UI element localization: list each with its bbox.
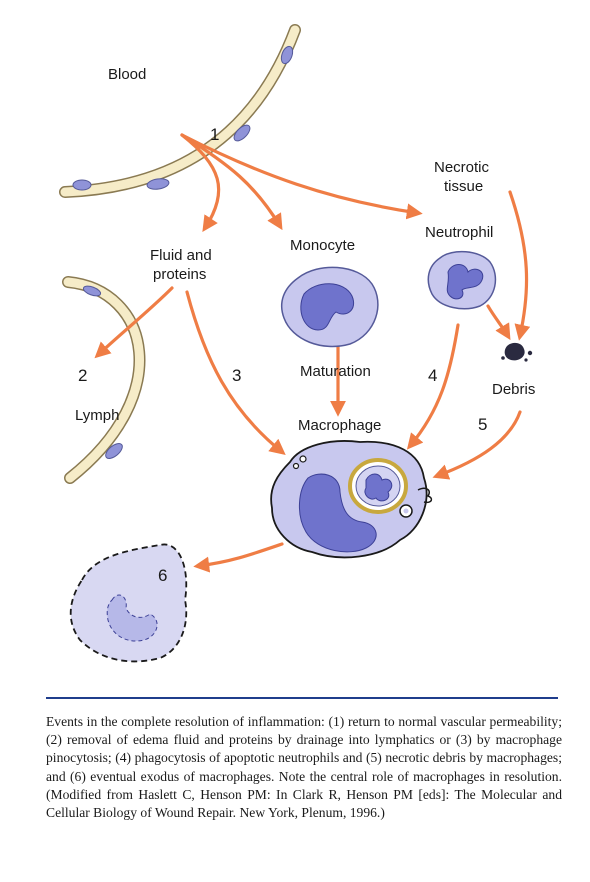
arrow-macrophage-exodus [193,542,284,573]
endothelial-nucleus [280,45,294,65]
inflammation-resolution-diagram: Blood Necrotic tissue Neutrophil Monocyt… [59,24,535,663]
pinocytic-vesicle [299,455,307,463]
step-2: 2 [78,366,87,385]
arrow-neutrophil-to-debris [486,304,511,341]
step-4: 4 [428,366,437,385]
label-blood: Blood [108,66,146,83]
label-proteins: proteins [153,266,206,283]
lymph-endothelial-nucleus [105,443,123,459]
pinocytic-vesicle [292,462,300,470]
arrow-necrotic-to-debris [508,190,531,341]
arrow-fluid-to-macrophage [185,290,286,456]
arrow-debris-to-macrophage [432,410,522,480]
label-fluid: Fluid and [150,247,212,264]
lymph-vessel [62,276,146,484]
arrow-to-fluid [180,133,221,233]
arrow-to-neutrophil [180,133,423,220]
neutrophil-cell [427,250,497,310]
monocyte-cell [280,266,379,348]
label-maturation: Maturation [300,363,371,380]
exiting-macrophage [69,543,188,663]
arrow-neutrophil-to-macrophage [406,323,460,450]
step-6: 6 [158,566,167,585]
label-lymph: Lymph [75,407,119,424]
label-tissue: tissue [444,178,483,195]
arrow-to-monocyte [180,133,283,231]
caption-rule [46,697,558,699]
step-5: 5 [478,415,487,434]
blood-vessel [59,24,301,198]
arrows [94,133,531,573]
lymph-endothelial-nucleus [82,285,102,297]
label-macrophage: Macrophage [298,417,381,434]
macrophage-cell [270,440,433,559]
label-neutrophil: Neutrophil [425,224,493,241]
endothelial-nucleus [233,124,251,142]
step-1: 1 [210,125,219,144]
label-necrotic: Necrotic [434,159,490,176]
label-debris: Debris [492,381,535,398]
arrow-fluid-to-lymph [94,286,174,359]
figure-caption: Events in the complete resolution of inf… [46,714,562,821]
label-monocyte: Monocyte [290,237,355,254]
endothelial-nucleus [146,178,170,190]
debris [501,342,533,362]
endothelial-nucleus [72,179,92,191]
step-3: 3 [232,366,241,385]
